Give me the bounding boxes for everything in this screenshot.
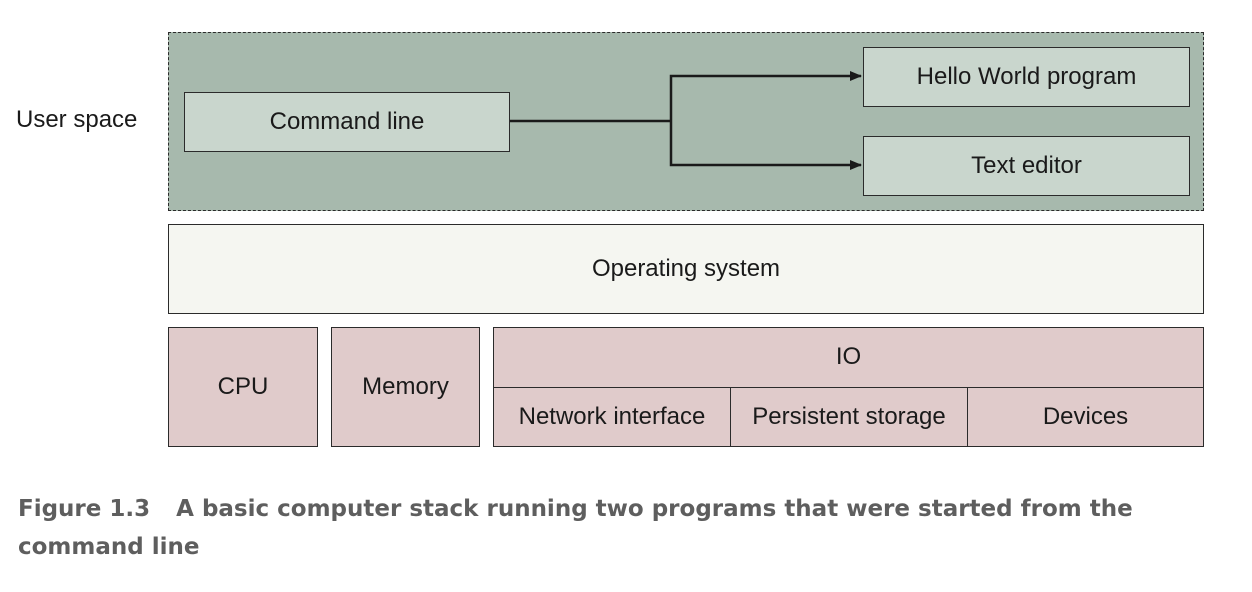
io-title: IO [835, 343, 862, 370]
command-line-box: Command line [184, 92, 510, 152]
figure-caption-text: A basic computer stack running two progr… [18, 496, 1133, 560]
arrow-to-hello-world [669, 71, 862, 121]
memory-box: Memory [331, 327, 480, 447]
figure-number: Figure 1.3 [18, 496, 151, 522]
network-interface-box: Network interface [493, 387, 731, 447]
devices-box: Devices [967, 387, 1204, 447]
hello-world-program-box: Hello World program [863, 47, 1190, 107]
operating-system-box: Operating system [168, 224, 1204, 314]
cpu-box: CPU [168, 327, 318, 447]
user-space-label: User space [16, 106, 138, 133]
text-editor-box: Text editor [863, 136, 1190, 196]
arrow-to-text-editor [669, 121, 862, 170]
persistent-storage-box: Persistent storage [730, 387, 968, 447]
